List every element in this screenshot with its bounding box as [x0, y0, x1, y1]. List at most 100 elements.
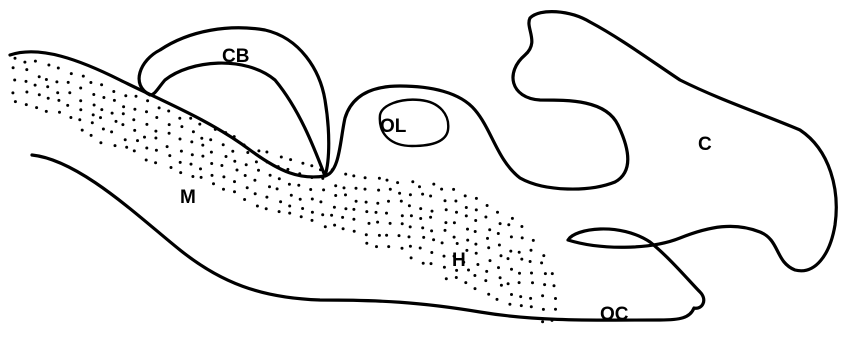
- stipple-dot: [13, 79, 16, 82]
- stipple-dot: [200, 176, 203, 179]
- stipple-dot: [301, 207, 304, 210]
- stipple-dot: [453, 221, 456, 224]
- stipple-dot: [419, 207, 422, 210]
- stipple-dot: [453, 236, 456, 239]
- stipple-dot: [210, 151, 213, 154]
- stipple-dot: [324, 225, 327, 228]
- stipple-dot: [254, 192, 257, 195]
- stipple-dot: [222, 143, 225, 146]
- stipple-dot: [529, 260, 532, 263]
- stipple-dot: [145, 110, 148, 113]
- stipple-dot: [81, 129, 84, 132]
- stipple-dot: [236, 169, 239, 172]
- stipple-dot: [265, 207, 268, 210]
- stipple-dot: [112, 90, 115, 93]
- stipple-dot: [244, 174, 247, 177]
- stipple-dot: [520, 258, 523, 261]
- stipple-dot: [509, 250, 512, 253]
- stipple-dot: [386, 179, 389, 182]
- stipple-dot: [288, 205, 291, 208]
- stipple-dot: [531, 281, 534, 284]
- stipple-dot: [376, 202, 379, 205]
- stipple-dot: [11, 91, 14, 94]
- stipple-dot: [78, 118, 81, 121]
- stipple-dot: [520, 304, 523, 307]
- stipple-dot: [124, 94, 127, 97]
- stipple-dot: [355, 200, 358, 203]
- stipple-dot: [489, 259, 492, 262]
- stipple-dot: [344, 207, 347, 210]
- stipple-dot: [540, 261, 543, 264]
- stipple-dot: [69, 116, 72, 119]
- stipple-dot: [486, 237, 489, 240]
- stipple-dot: [475, 252, 478, 255]
- stipple-dot: [401, 214, 404, 217]
- stipple-dot: [445, 208, 448, 211]
- stipple-dot: [510, 293, 513, 296]
- stipple-dot: [484, 216, 487, 219]
- stipple-dot: [278, 210, 281, 213]
- stipple-dot: [496, 211, 499, 214]
- stipple-dot: [154, 161, 157, 164]
- stipple-dot: [79, 99, 82, 102]
- stipple-dot: [47, 97, 50, 100]
- stipple-dot: [377, 189, 380, 192]
- stipple-dot: [300, 215, 303, 218]
- stipple-dot: [464, 281, 467, 284]
- stipple-dot: [93, 104, 96, 107]
- stipple-dot: [145, 123, 148, 126]
- stipple-dot: [421, 193, 424, 196]
- stipple-dot: [409, 225, 412, 228]
- stipple-dot: [387, 245, 390, 248]
- stipple-dot: [430, 251, 433, 254]
- stipple-dot: [496, 298, 499, 301]
- stipple-dot: [375, 245, 378, 248]
- stipple-dot: [155, 116, 158, 119]
- stipple-dot: [419, 247, 422, 250]
- stipple-dot: [233, 180, 236, 183]
- stipple-dot: [168, 123, 171, 126]
- stipple-dot: [301, 162, 304, 165]
- stipple-dot: [145, 159, 148, 162]
- stipple-dot: [554, 308, 557, 311]
- stipple-dot: [467, 269, 470, 272]
- stipple-dot: [257, 149, 260, 152]
- stipple-dot: [289, 158, 292, 161]
- stipple-dot: [452, 188, 455, 191]
- stipple-dot: [455, 211, 458, 214]
- stipple-dot: [178, 117, 181, 120]
- stipple-dot: [368, 222, 371, 225]
- stipple-dot: [542, 308, 545, 311]
- stipple-dot: [189, 117, 192, 120]
- stipple-dot: [201, 155, 204, 158]
- stipple-dot: [170, 166, 173, 169]
- stipple-dot: [401, 222, 404, 225]
- stipple-dot: [398, 192, 401, 195]
- stipple-dot: [68, 91, 71, 94]
- stipple-dot: [344, 173, 347, 176]
- stipple-dot: [365, 233, 368, 236]
- stipple-dot: [465, 214, 468, 217]
- stipple-dot: [500, 254, 503, 257]
- stipple-dot: [92, 93, 95, 96]
- label-optic-chiasm: OC: [600, 304, 629, 325]
- stipple-dot: [265, 151, 268, 154]
- stipple-dot: [385, 234, 388, 237]
- stipple-dot: [410, 214, 413, 217]
- stipple-dot: [145, 147, 148, 150]
- stipple-dot: [146, 99, 149, 102]
- stipple-dot: [378, 234, 381, 237]
- stipple-dot: [102, 128, 105, 131]
- stipple-dot: [499, 222, 502, 225]
- stipple-dot: [498, 244, 501, 247]
- stipple-dot: [57, 99, 60, 102]
- stipple-dot: [89, 81, 92, 84]
- stipple-dot: [212, 182, 215, 185]
- stipple-dot: [334, 184, 337, 187]
- stipple-dot: [475, 197, 478, 200]
- stipple-dot: [99, 141, 102, 144]
- stipple-dot: [91, 121, 94, 124]
- stipple-dot: [432, 238, 435, 241]
- stipple-dot: [255, 160, 258, 163]
- stipple-dot: [14, 100, 17, 103]
